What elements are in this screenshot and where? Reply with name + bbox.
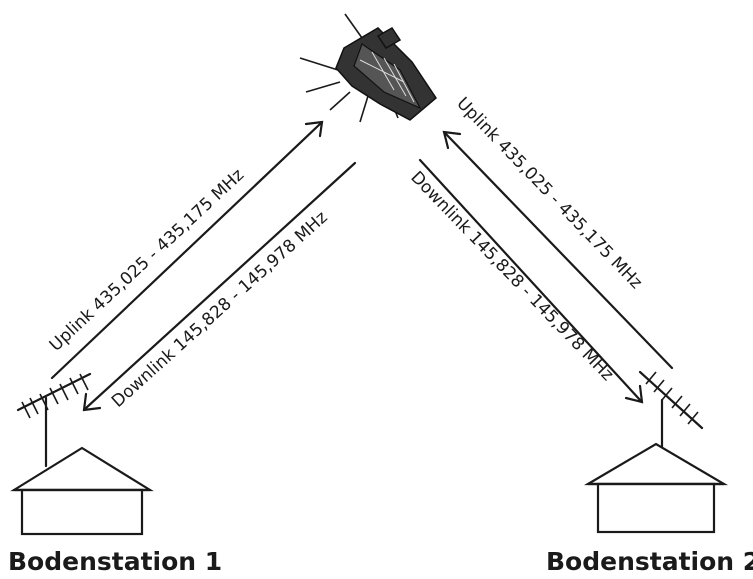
uplink-right-path xyxy=(442,130,674,370)
downlink-left-path xyxy=(82,161,357,412)
downlink-right-label: Downlink 145,828 - 145,978 MHz xyxy=(406,168,617,385)
downlink-right-path xyxy=(418,158,644,404)
antenna-icon xyxy=(16,372,92,468)
station-2-label: Bodenstation 2 xyxy=(546,547,753,576)
uplink-left-label: Uplink 435,025 - 435,175 MHz xyxy=(46,165,248,356)
house-icon xyxy=(583,442,729,534)
satellite-icon xyxy=(299,13,437,123)
uplink-right-label: Uplink 435,025 - 435,175 MHz xyxy=(452,94,646,294)
house-icon xyxy=(10,446,154,536)
station-1-label: Bodenstation 1 xyxy=(8,547,222,576)
downlink-left-label: Downlink 145,828 - 145,978 MHz xyxy=(108,207,332,411)
uplink-left-path xyxy=(50,120,324,380)
